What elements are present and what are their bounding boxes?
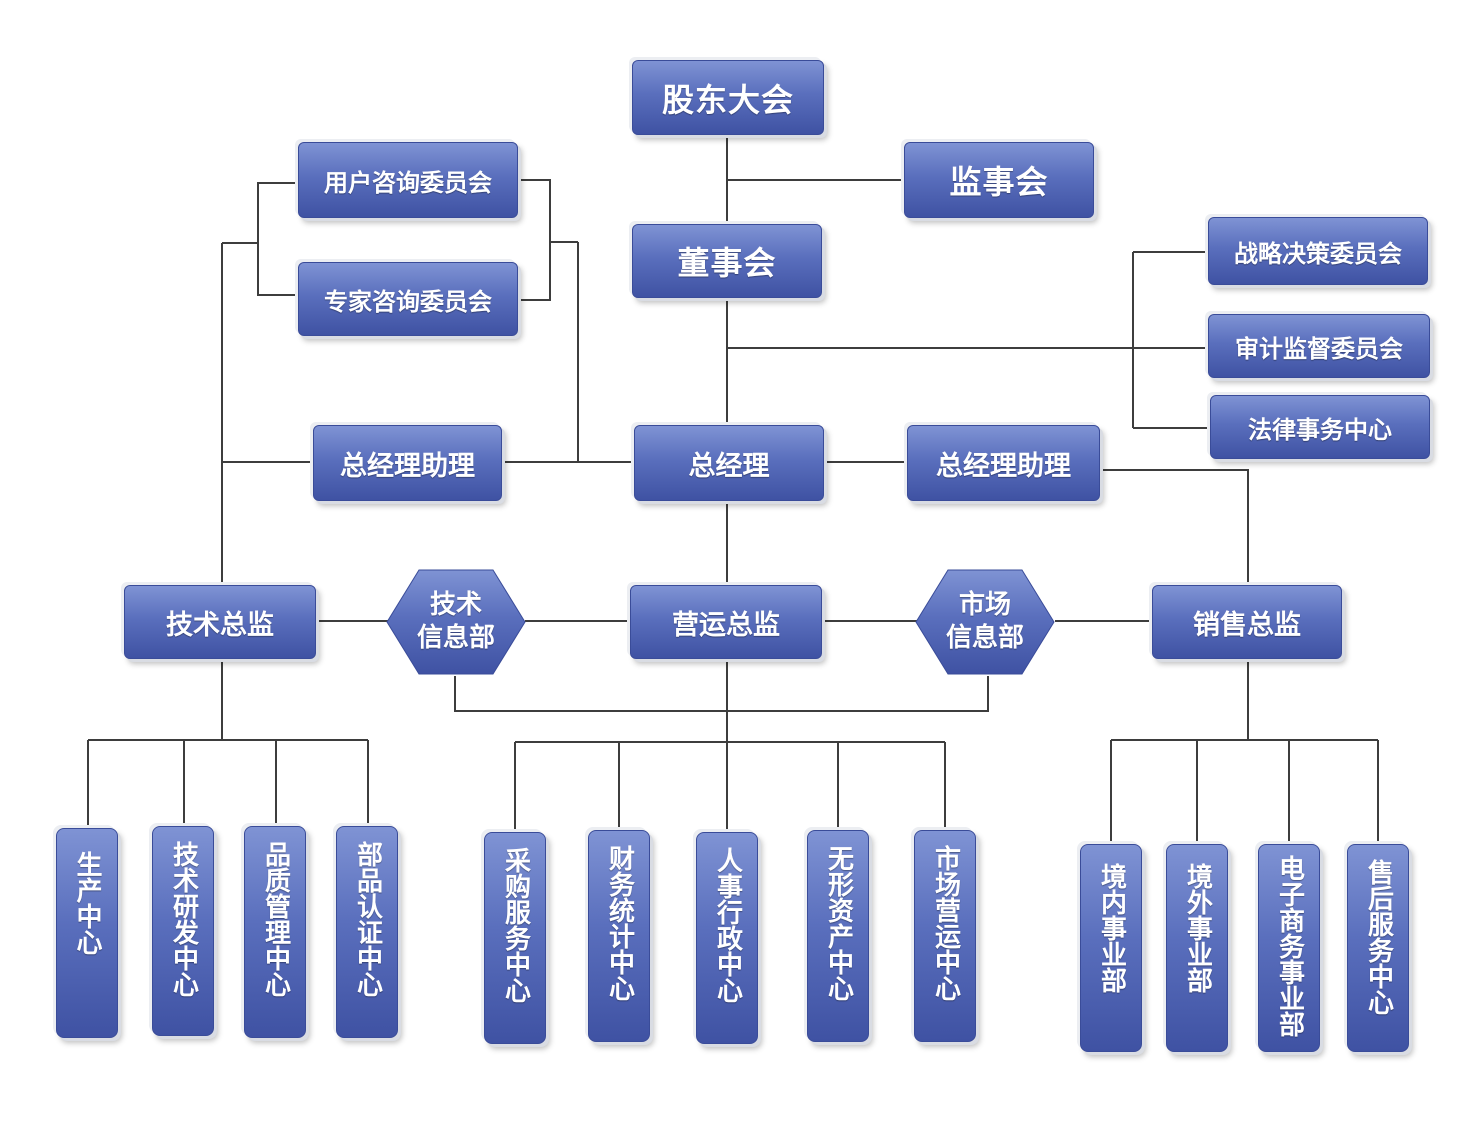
market-info-dept-label: 市场 信息部 — [945, 590, 1024, 653]
sales-branch-item: 境外事业部 — [1166, 844, 1228, 1052]
ops-branch-item: 采购服务中心 — [484, 832, 546, 1044]
cto-box: 技术总监 — [124, 585, 316, 659]
hexagon-shape — [915, 569, 1055, 675]
ops-branch-item: 人事行政中心 — [696, 832, 758, 1044]
operations-director-box: 营运总监 — [630, 585, 822, 659]
gm-assistant-right-box: 总经理助理 — [907, 425, 1100, 501]
tech-branch-item: 品质管理中心 — [244, 826, 306, 1038]
hexagon-shape — [386, 569, 526, 675]
supervisory-board-box: 监事会 — [904, 142, 1094, 218]
sales-branch-item: 电子商务事业部 — [1258, 844, 1320, 1052]
board-of-directors-box: 董事会 — [632, 224, 822, 298]
sales-branch-item: 境内事业部 — [1080, 844, 1142, 1052]
gm-assistant-left-box: 总经理助理 — [313, 425, 502, 501]
ops-branch-item: 市场营运中心 — [914, 830, 976, 1042]
market-info-dept-hexagon: 市场 信息部 — [914, 568, 1056, 676]
ops-branch-item: 财务统计中心 — [588, 830, 650, 1042]
tech-branch-item: 技术研发中心 — [152, 826, 214, 1036]
general-manager-box: 总经理 — [634, 425, 824, 501]
shareholders-meeting-box: 股东大会 — [632, 60, 824, 135]
tech-branch-item: 生产中心 — [56, 828, 118, 1038]
strategy-committee-box: 战略决策委员会 — [1208, 217, 1428, 285]
sales-director-box: 销售总监 — [1152, 585, 1342, 659]
tech-info-dept-hexagon: 技术 信息部 — [385, 568, 527, 676]
audit-committee-box: 审计监督委员会 — [1208, 314, 1430, 378]
ops-branch-item: 无形资产中心 — [807, 830, 869, 1042]
user-advisory-committee-box: 用户咨询委员会 — [298, 142, 518, 218]
sales-branch-item: 售后服务中心 — [1347, 844, 1409, 1052]
legal-center-box: 法律事务中心 — [1210, 395, 1430, 459]
tech-info-dept-label: 技术 信息部 — [416, 590, 495, 653]
expert-advisory-committee-box: 专家咨询委员会 — [298, 262, 518, 336]
tech-branch-item: 部品认证中心 — [336, 826, 398, 1038]
